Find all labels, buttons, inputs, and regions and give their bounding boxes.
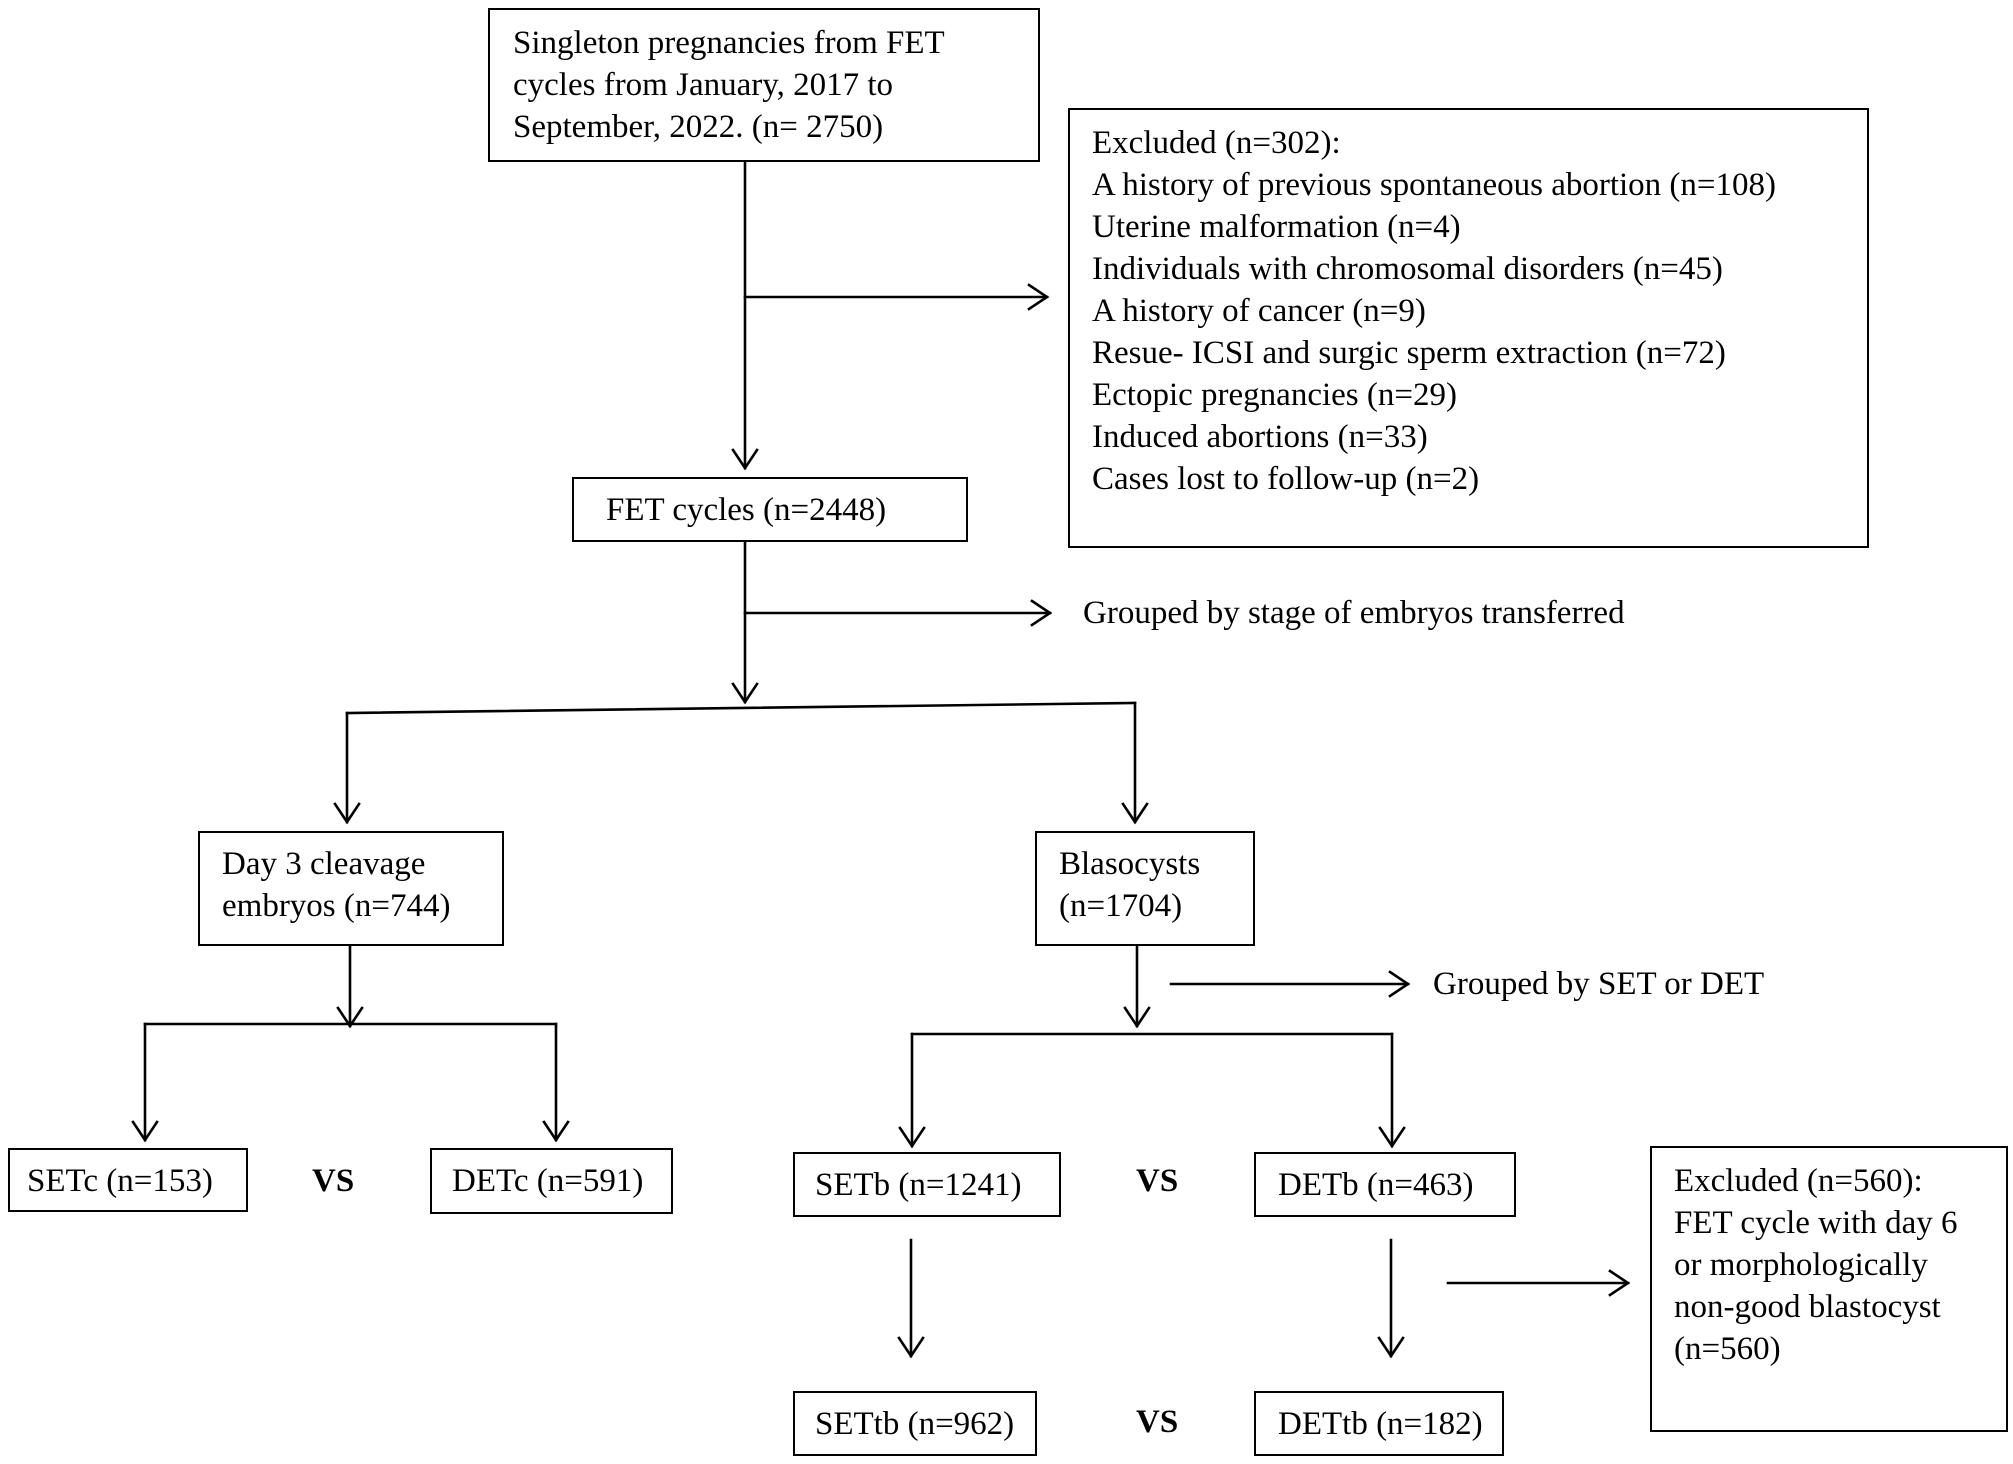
- blastocysts-line-2: (n=1704): [1059, 888, 1183, 924]
- excluded-reason: A history of cancer (n=9): [1092, 293, 1426, 329]
- arrowhead: [1027, 283, 1050, 311]
- dettb-label: DETtb (n=182): [1278, 1406, 1483, 1442]
- arrowhead: [333, 802, 361, 825]
- setb-label: SETb (n=1241): [815, 1167, 1022, 1203]
- detb-label: DETb (n=463): [1278, 1167, 1474, 1203]
- excluded-reason: Resue- ICSI and surgic sperm extraction …: [1092, 335, 1726, 371]
- arrowhead: [731, 448, 759, 471]
- detc-box: DETc (n=591): [430, 1148, 673, 1214]
- settb-label: SETtb (n=962): [815, 1406, 1015, 1442]
- day3-box: Day 3 cleavage embryos (n=744): [198, 831, 504, 946]
- excluded-reason: A history of previous spontaneous aborti…: [1092, 167, 1777, 203]
- excluded-blast-line-4: non-good blastocyst: [1674, 1289, 1941, 1325]
- arrowhead: [897, 1336, 925, 1359]
- arrowhead: [336, 1006, 364, 1029]
- excluded-blast-line-5: (n=560): [1674, 1331, 1781, 1367]
- blastocysts-line-1: Blasocysts: [1059, 846, 1201, 882]
- arrowhead: [1378, 1126, 1406, 1149]
- excluded-blast-line-1: Excluded (n=560):: [1674, 1163, 1923, 1199]
- arrowhead: [542, 1120, 570, 1143]
- grouped-by-stage-label: Grouped by stage of embryos transferred: [1083, 595, 1625, 631]
- setc-box: SETc (n=153): [8, 1148, 248, 1212]
- excluded-reason: Individuals with chromosomal disorders (…: [1092, 251, 1723, 287]
- start-line-1: Singleton pregnancies from FET: [513, 25, 945, 61]
- settb-box: SETtb (n=962): [793, 1391, 1037, 1456]
- excluded-blast-line-2: FET cycle with day 6: [1674, 1205, 1958, 1241]
- detb-box: DETb (n=463): [1254, 1152, 1516, 1217]
- arrowhead: [1608, 1269, 1631, 1297]
- vs-label-setb-detb: VS: [1136, 1163, 1179, 1199]
- start-line-2: cycles from January, 2017 to: [513, 67, 893, 103]
- excluded-reason: Ectopic pregnancies (n=29): [1092, 377, 1457, 413]
- vs-label-settb-dettb: VS: [1136, 1404, 1179, 1440]
- arrowhead: [1121, 802, 1149, 825]
- arrowhead: [1388, 970, 1411, 998]
- grouped-by-set-det-label: Grouped by SET or DET: [1433, 966, 1765, 1002]
- start-box: Singleton pregnancies from FET cycles fr…: [488, 8, 1040, 162]
- dettb-box: DETtb (n=182): [1254, 1391, 1504, 1456]
- excluded-reason: Uterine malformation (n=4): [1092, 209, 1461, 245]
- blastocysts-box: Blasocysts (n=1704): [1035, 831, 1255, 946]
- arrowhead: [731, 682, 759, 705]
- excluded-blast-line-3: or morphologically: [1674, 1247, 1928, 1283]
- detc-label: DETc (n=591): [452, 1163, 644, 1199]
- arrowhead: [1030, 599, 1053, 627]
- excluded-main-title: Excluded (n=302):: [1092, 125, 1341, 161]
- vs-label-setc-detc: VS: [312, 1163, 355, 1199]
- day3-line-1: Day 3 cleavage: [222, 846, 426, 882]
- setc-label: SETc (n=153): [27, 1163, 213, 1199]
- split-bar-stage: [345, 701, 1137, 715]
- excluded-reason: Induced abortions (n=33): [1092, 419, 1428, 455]
- arrowhead: [1123, 1006, 1151, 1029]
- arrowhead: [131, 1120, 159, 1143]
- excluded-blastocyst-box: Excluded (n=560): FET cycle with day 6 o…: [1650, 1146, 2008, 1432]
- setb-box: SETb (n=1241): [793, 1152, 1061, 1217]
- arrowhead: [1377, 1336, 1405, 1359]
- excluded-main-box: Excluded (n=302): A history of previous …: [1068, 108, 1869, 548]
- arrowhead: [898, 1126, 926, 1149]
- fet-cycles-label: FET cycles (n=2448): [606, 492, 887, 528]
- day3-line-2: embryos (n=744): [222, 888, 451, 924]
- fet-cycles-box: FET cycles (n=2448): [572, 477, 968, 542]
- start-line-3: September, 2022. (n= 2750): [513, 109, 884, 145]
- excluded-reason: Cases lost to follow-up (n=2): [1092, 461, 1480, 497]
